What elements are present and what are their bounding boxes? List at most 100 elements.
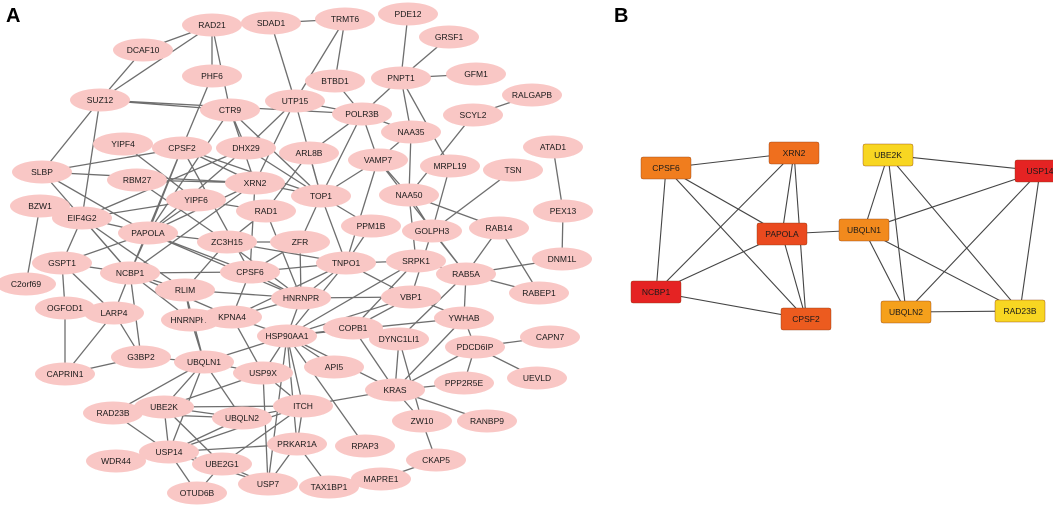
node-a-ywhab[interactable]: YWHAB bbox=[434, 306, 494, 330]
node-b-ube2k[interactable]: UBE2K bbox=[862, 143, 914, 167]
node-a-ube2g1[interactable]: UBE2G1 bbox=[192, 452, 252, 476]
node-a-zw10[interactable]: ZW10 bbox=[392, 409, 452, 433]
node-a-capn7[interactable]: CAPN7 bbox=[520, 325, 580, 349]
node-a-srpk1[interactable]: SRPK1 bbox=[386, 249, 446, 273]
node-a-hsp90aa1[interactable]: HSP90AA1 bbox=[257, 324, 317, 348]
node-a-gfm1[interactable]: GFM1 bbox=[446, 62, 506, 86]
node-a-dync1li1[interactable]: DYNC1LI1 bbox=[369, 327, 429, 351]
node-a-yipf4[interactable]: YIPF4 bbox=[93, 132, 153, 156]
node-b-label: UBE2K bbox=[874, 150, 902, 160]
node-a-yipf6[interactable]: YIPF6 bbox=[166, 188, 226, 212]
node-a-pde12[interactable]: PDE12 bbox=[378, 2, 438, 26]
node-a-rabep1[interactable]: RABEP1 bbox=[509, 281, 569, 305]
node-a-ppp2r5e[interactable]: PPP2R5E bbox=[434, 371, 494, 395]
node-a-copb1[interactable]: COPB1 bbox=[323, 316, 383, 340]
node-a-ubqln2[interactable]: UBQLN2 bbox=[212, 406, 272, 430]
node-a-cpsf2[interactable]: CPSF2 bbox=[152, 136, 212, 160]
node-b-ubqln1[interactable]: UBQLN1 bbox=[838, 218, 890, 242]
node-a-rbm27[interactable]: RBM27 bbox=[107, 168, 167, 192]
node-a-c2orf69[interactable]: C2orf69 bbox=[0, 272, 56, 296]
node-b-xrn2[interactable]: XRN2 bbox=[768, 141, 820, 165]
node-a-ogfod1[interactable]: OGFOD1 bbox=[35, 296, 95, 320]
node-a-vbp1[interactable]: VBP1 bbox=[381, 285, 441, 309]
node-a-rlim[interactable]: RLIM bbox=[155, 278, 215, 302]
node-a-pnpt1[interactable]: PNPT1 bbox=[371, 66, 431, 90]
node-a-rad21[interactable]: RAD21 bbox=[182, 13, 242, 37]
node-a-zfr[interactable]: ZFR bbox=[270, 230, 330, 254]
node-a-ctr9[interactable]: CTR9 bbox=[200, 98, 260, 122]
node-b-ubqln2[interactable]: UBQLN2 bbox=[880, 300, 932, 324]
node-a-golph3[interactable]: GOLPH3 bbox=[402, 219, 462, 243]
node-b-rad23b[interactable]: RAD23B bbox=[994, 299, 1046, 323]
node-a-usp7[interactable]: USP7 bbox=[238, 472, 298, 496]
node-b-papola[interactable]: PAPOLA bbox=[756, 222, 808, 246]
node-a-otud6b[interactable]: OTUD6B bbox=[167, 481, 227, 505]
node-a-trmt6[interactable]: TRMT6 bbox=[315, 7, 375, 31]
node-a-usp9x[interactable]: USP9X bbox=[233, 361, 293, 385]
node-a-ckap5[interactable]: CKAP5 bbox=[406, 448, 466, 472]
node-a-rab5a[interactable]: RAB5A bbox=[436, 262, 496, 286]
node-a-cpsf6[interactable]: CPSF6 bbox=[220, 260, 280, 284]
node-a-top1[interactable]: TOP1 bbox=[291, 184, 351, 208]
node-a-caprin1[interactable]: CAPRIN1 bbox=[35, 362, 95, 386]
node-a-grsf1[interactable]: GRSF1 bbox=[419, 25, 479, 49]
node-a-zc3h15[interactable]: ZC3H15 bbox=[197, 230, 257, 254]
node-a-kras[interactable]: KRAS bbox=[365, 378, 425, 402]
node-b-cpsf2[interactable]: CPSF2 bbox=[780, 307, 832, 331]
node-a-eif4g2[interactable]: EIF4G2 bbox=[52, 206, 112, 230]
node-a-ubqln1[interactable]: UBQLN1 bbox=[174, 350, 234, 374]
node-a-gspt1[interactable]: GSPT1 bbox=[32, 251, 92, 275]
node-a-polr3b[interactable]: POLR3B bbox=[332, 102, 392, 126]
node-a-tsn[interactable]: TSN bbox=[483, 158, 543, 182]
node-a-btbd1[interactable]: BTBD1 bbox=[305, 69, 365, 93]
node-a-dnm1l[interactable]: DNM1L bbox=[532, 247, 592, 271]
node-a-utp15[interactable]: UTP15 bbox=[265, 89, 325, 113]
node-a-rad1[interactable]: RAD1 bbox=[236, 199, 296, 223]
node-a-dcaf10[interactable]: DCAF10 bbox=[113, 38, 173, 62]
node-a-naa50[interactable]: NAA50 bbox=[379, 183, 439, 207]
node-a-usp14[interactable]: USP14 bbox=[139, 440, 199, 464]
node-a-ralgapb[interactable]: RALGAPB bbox=[502, 83, 562, 107]
node-a-rab14[interactable]: RAB14 bbox=[469, 216, 529, 240]
node-a-ellipse bbox=[174, 350, 234, 374]
node-a-tax1bp1[interactable]: TAX1BP1 bbox=[299, 475, 359, 499]
node-a-slbp[interactable]: SLBP bbox=[12, 160, 72, 184]
node-a-label: POLR3B bbox=[345, 109, 379, 119]
node-a-phf6[interactable]: PHF6 bbox=[182, 64, 242, 88]
node-a-kpna4[interactable]: KPNA4 bbox=[202, 305, 262, 329]
node-a-sdad1[interactable]: SDAD1 bbox=[241, 11, 301, 35]
node-a-mapre1[interactable]: MAPRE1 bbox=[351, 467, 411, 491]
node-a-dhx29[interactable]: DHX29 bbox=[216, 136, 276, 160]
node-a-prkar1a[interactable]: PRKAR1A bbox=[267, 432, 327, 456]
node-a-arl8b[interactable]: ARL8B bbox=[279, 141, 339, 165]
node-a-hnrnpr[interactable]: HNRNPR bbox=[271, 286, 331, 310]
node-a-tnpo1[interactable]: TNPO1 bbox=[316, 251, 376, 275]
node-a-atad1[interactable]: ATAD1 bbox=[523, 135, 583, 159]
node-a-bzw1[interactable]: BZW1 bbox=[10, 194, 70, 218]
node-a-mrpl19[interactable]: MRPL19 bbox=[420, 154, 480, 178]
node-a-label: RAD23B bbox=[96, 408, 129, 418]
node-a-itch[interactable]: ITCH bbox=[273, 394, 333, 418]
node-b-usp14[interactable]: USP14 bbox=[1014, 159, 1053, 183]
node-a-api5[interactable]: API5 bbox=[304, 355, 364, 379]
node-a-uevld[interactable]: UEVLD bbox=[507, 366, 567, 390]
node-a-rad23b[interactable]: RAD23B bbox=[83, 401, 143, 425]
node-a-pex13[interactable]: PEX13 bbox=[533, 199, 593, 223]
node-b-ncbp1[interactable]: NCBP1 bbox=[630, 280, 682, 304]
node-a-suz12[interactable]: SUZ12 bbox=[70, 88, 130, 112]
node-a-papola[interactable]: PAPOLA bbox=[118, 221, 178, 245]
node-a-larp4[interactable]: LARP4 bbox=[84, 301, 144, 325]
node-a-scyl2[interactable]: SCYL2 bbox=[443, 103, 503, 127]
node-a-pdcd6ip[interactable]: PDCD6IP bbox=[445, 335, 505, 359]
node-a-ncbp1[interactable]: NCBP1 bbox=[100, 261, 160, 285]
node-a-ranbp9[interactable]: RANBP9 bbox=[457, 409, 517, 433]
node-a-naa35[interactable]: NAA35 bbox=[381, 120, 441, 144]
node-b-cpsf6[interactable]: CPSF6 bbox=[640, 156, 692, 180]
node-a-wdr44[interactable]: WDR44 bbox=[86, 449, 146, 473]
node-a-g3bp2[interactable]: G3BP2 bbox=[111, 345, 171, 369]
node-a-vamp7[interactable]: VAMP7 bbox=[348, 148, 408, 172]
node-a-rpap3[interactable]: RPAP3 bbox=[335, 434, 395, 458]
node-a-ppm1b[interactable]: PPM1B bbox=[341, 214, 401, 238]
node-a-ube2k[interactable]: UBE2K bbox=[134, 395, 194, 419]
node-a-xrn2[interactable]: XRN2 bbox=[225, 171, 285, 195]
